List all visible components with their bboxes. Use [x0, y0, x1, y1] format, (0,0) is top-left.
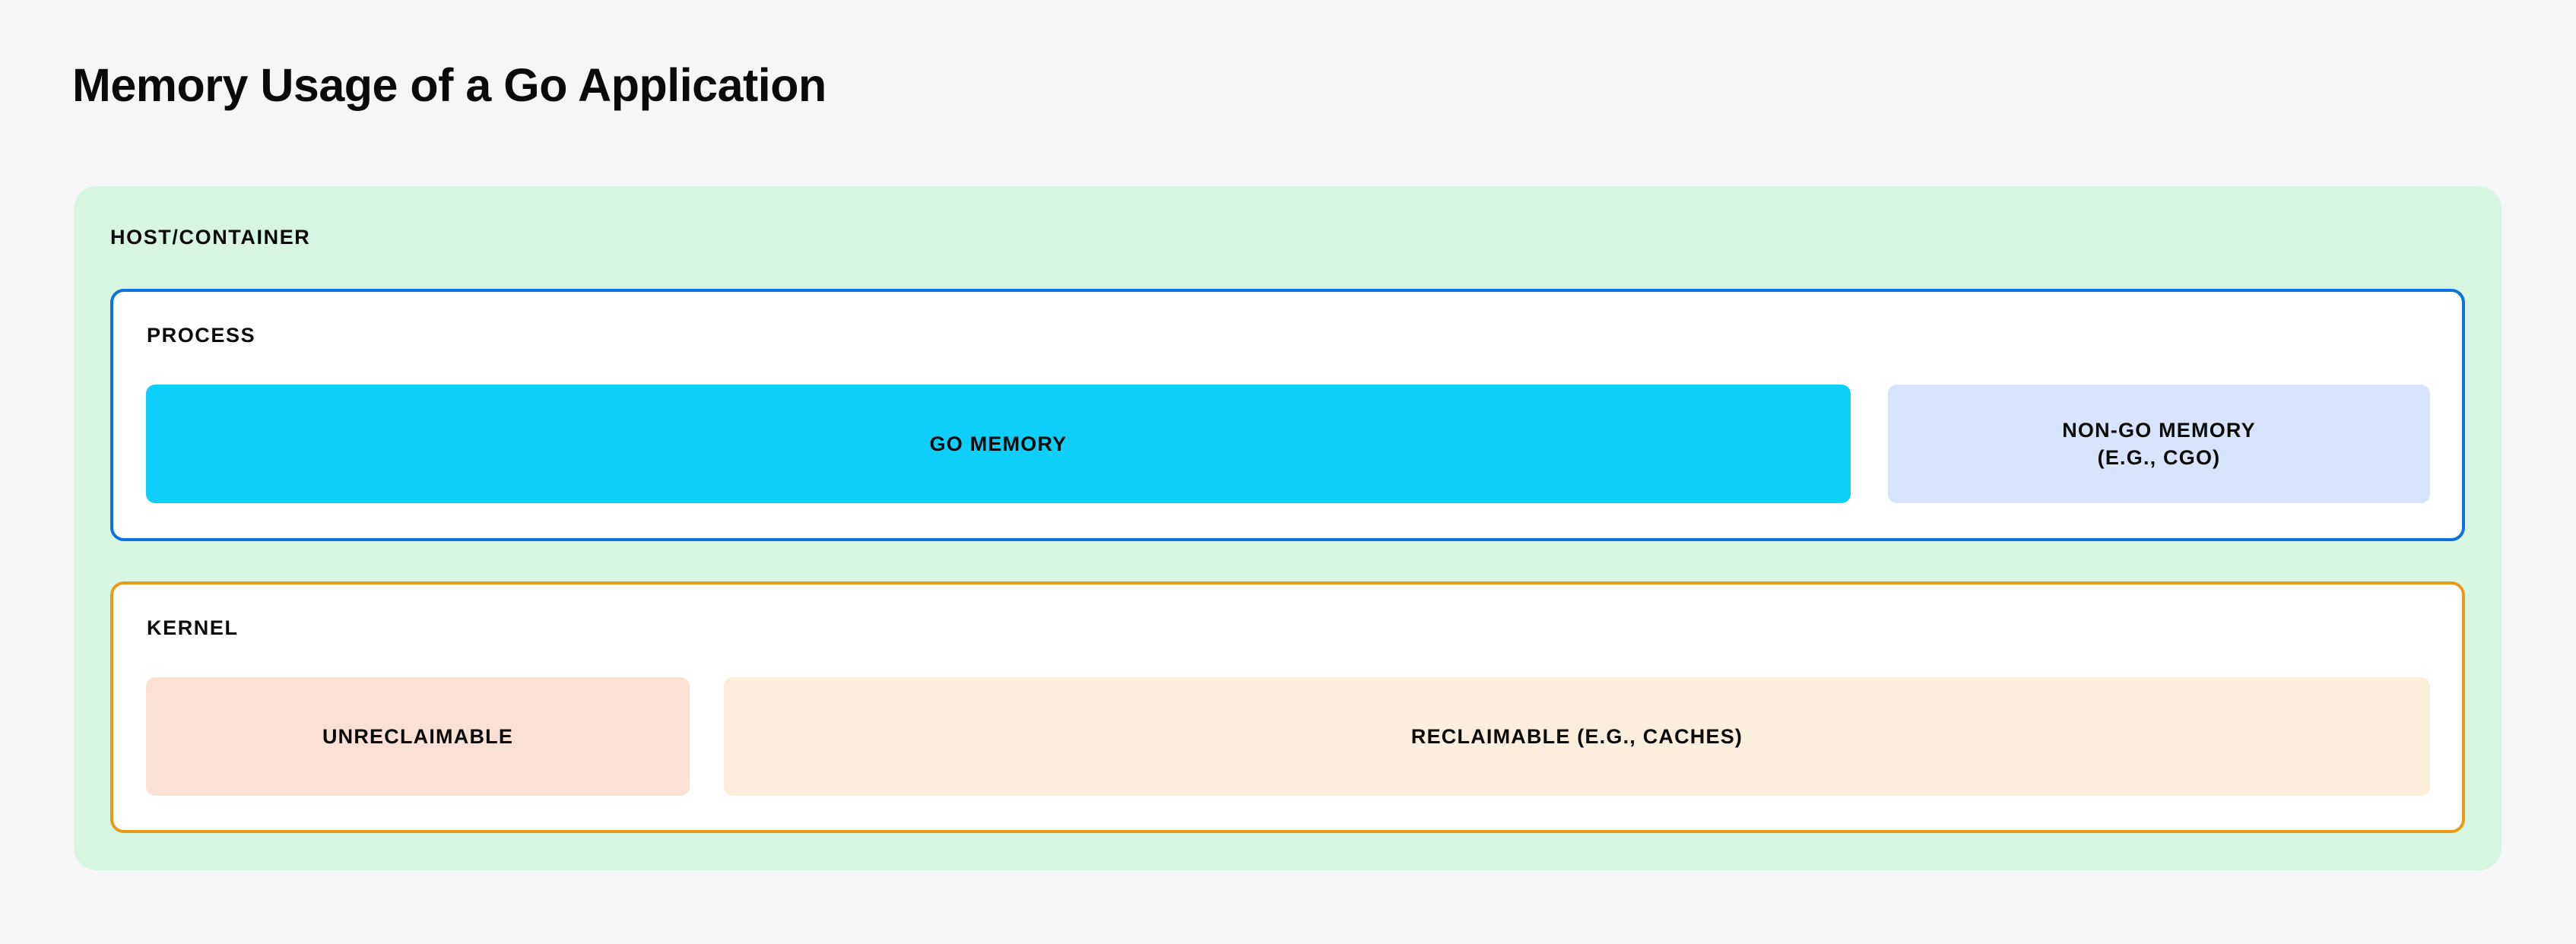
unreclaimable-block: UNRECLAIMABLE — [146, 677, 690, 796]
process-memory-bar-row: GO MEMORY NON-GO MEMORY (E.G., CGO) — [146, 385, 2430, 503]
host-container-region: HOST/CONTAINER PROCESS GO MEMORY NON-GO … — [74, 186, 2501, 870]
reclaimable-label: RECLAIMABLE (E.G., CACHES) — [1410, 724, 1743, 748]
non-go-memory-label-line2: (E.G., CGO) — [2097, 446, 2221, 469]
non-go-memory-label: NON-GO MEMORY (E.G., CGO) — [2062, 417, 2256, 472]
kernel-region: KERNEL UNRECLAIMABLE RECLAIMABLE (E.G., … — [110, 581, 2465, 833]
host-container-label: HOST/CONTAINER — [110, 226, 311, 249]
go-memory-label: GO MEMORY — [929, 432, 1068, 455]
non-go-memory-block: NON-GO MEMORY (E.G., CGO) — [1888, 385, 2430, 503]
kernel-memory-bar-row: UNRECLAIMABLE RECLAIMABLE (E.G., CACHES) — [146, 677, 2430, 796]
go-memory-block: GO MEMORY — [146, 385, 1851, 503]
process-region: PROCESS GO MEMORY NON-GO MEMORY (E.G., C… — [110, 289, 2465, 541]
kernel-label: KERNEL — [147, 616, 239, 639]
page-title: Memory Usage of a Go Application — [72, 59, 826, 111]
unreclaimable-label: UNRECLAIMABLE — [322, 724, 514, 748]
reclaimable-block: RECLAIMABLE (E.G., CACHES) — [724, 677, 2430, 796]
non-go-memory-label-line1: NON-GO MEMORY — [2062, 418, 2256, 442]
process-label: PROCESS — [147, 324, 256, 347]
